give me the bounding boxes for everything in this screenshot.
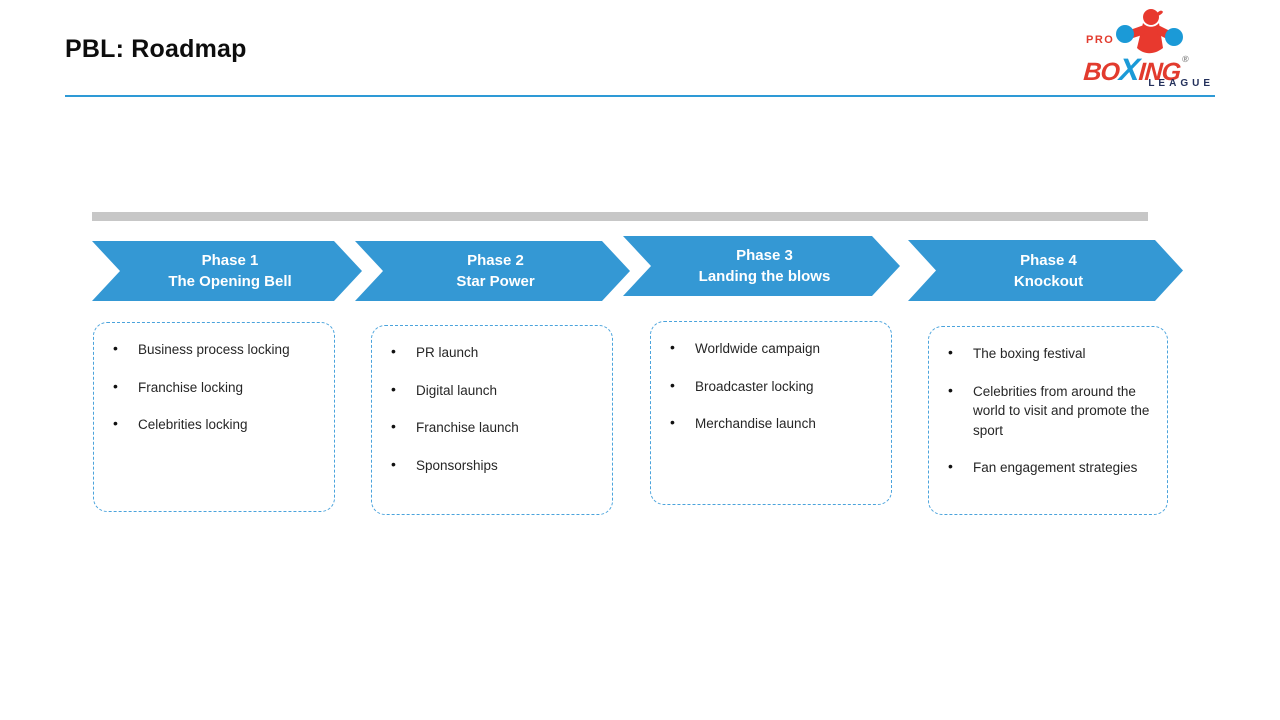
logo-league-text: LEAGUE (1148, 78, 1214, 89)
registered-mark: ® (1181, 54, 1190, 64)
title-divider (65, 95, 1215, 97)
phase-1-details-box: Business process lockingFranchise lockin… (93, 322, 335, 512)
bullet-item: Merchandise launch (667, 413, 879, 434)
bullet-item: Celebrities locking (110, 414, 322, 435)
bullet-item: Worldwide campaign (667, 338, 879, 359)
pro-boxing-league-logo: PRO BOXING® LEAGUE (1082, 8, 1216, 94)
phase-4-subtitle: Knockout (1013, 272, 1084, 290)
phase-3-details-box: Worldwide campaignBroadcaster lockingMer… (650, 321, 892, 505)
timeline-bar (92, 212, 1148, 221)
phase-2-details-box: PR launchDigital launchFranchise launchS… (371, 325, 613, 515)
phase-1-arrow: Phase 1 The Opening Bell (92, 241, 362, 301)
bullet-item: Franchise locking (110, 377, 322, 398)
phase-2-bullet-list: PR launchDigital launchFranchise launchS… (388, 342, 600, 476)
bullet-item: Sponsorships (388, 455, 600, 476)
phase-4-title: Phase 4 (1020, 251, 1077, 269)
bullet-item: Fan engagement strategies (945, 457, 1155, 478)
page-title: PBL: Roadmap (65, 35, 247, 63)
logo-bo: BO (1082, 58, 1121, 86)
phase-2-title: Phase 2 (467, 252, 524, 269)
bullet-item: Digital launch (388, 380, 600, 401)
phase-3-bullet-list: Worldwide campaignBroadcaster lockingMer… (667, 338, 879, 434)
bullet-item: The boxing festival (945, 343, 1155, 364)
phase-1-title: Phase 1 (201, 252, 259, 269)
phase-1-subtitle: The Opening Bell (168, 273, 292, 290)
phase-3-title: Phase 3 (736, 247, 793, 264)
phase-1-bullet-list: Business process lockingFranchise lockin… (110, 339, 322, 435)
phase-2-subtitle: Star Power (456, 273, 535, 290)
logo-pro-text: PRO (1086, 34, 1115, 46)
phase-3-subtitle: Landing the blows (698, 268, 831, 285)
phase-4-bullet-list: The boxing festivalCelebrities from arou… (945, 343, 1155, 478)
phase-4-arrow: Phase 4 Knockout (908, 240, 1183, 301)
bullet-item: Franchise launch (388, 417, 600, 438)
phase-2-arrow: Phase 2 Star Power (355, 241, 630, 301)
bullet-item: Business process locking (110, 339, 322, 360)
boxer-icon (1116, 9, 1183, 54)
phase-4-details-box: The boxing festivalCelebrities from arou… (928, 326, 1168, 515)
bullet-item: Celebrities from around the world to vis… (945, 381, 1155, 441)
phase-3-arrow: Phase 3 Landing the blows (623, 236, 900, 296)
bullet-item: Broadcaster locking (667, 376, 879, 397)
bullet-item: PR launch (388, 342, 600, 363)
